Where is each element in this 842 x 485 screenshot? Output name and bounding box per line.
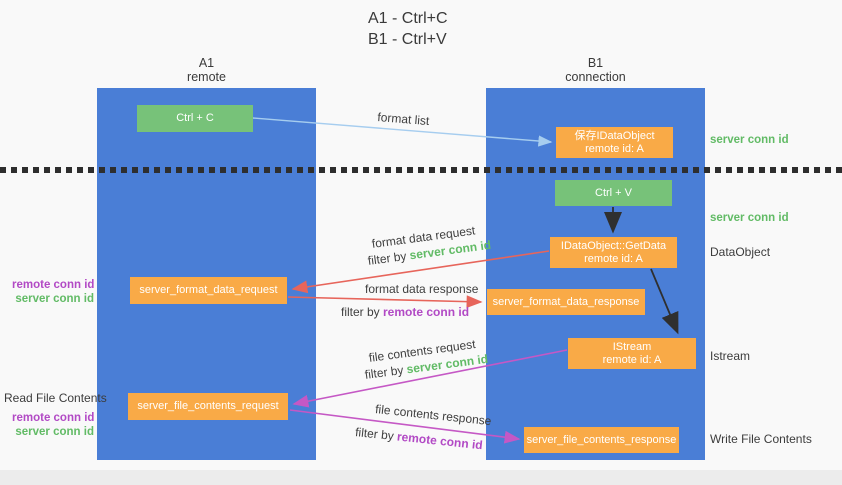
node-server-format-data-request: server_format_data_request [130,277,287,304]
node-ctrl-v: Ctrl + V [555,180,672,206]
node-istream: IStream remote id: A [568,338,696,369]
arrow-format-data-request [291,250,550,294]
filter-keyword-remote-conn-id: remote conn id [383,305,470,319]
label-write-file-contents: Write File Contents [710,432,812,446]
node-ctrl-c-label: Ctrl + C [176,112,214,124]
label-format-data-response: format data response [365,282,479,296]
title-line-2: B1 - Ctrl+V [368,31,447,48]
lane-header-b1: B1 connection [486,56,705,84]
label-server-conn-id-top: server conn id [710,134,789,146]
arrow-file-contents-response [289,409,521,444]
lane-header-a1: A1 remote [97,56,316,84]
node-server-file-contents-response-label: server_file_contents_response [526,433,677,446]
node-idataobject-getdata-line1: IDataObject::GetData [560,239,667,252]
lane-b1-name: B1 [587,56,604,70]
label-filter-by-remote-conn-id-1: filter by remote conn id [341,305,469,319]
label-remote-conn-id-1: remote conn id [12,279,95,291]
node-server-format-data-response: server_format_data_response [487,289,645,315]
node-istream-line2: remote id: A [602,353,662,366]
lane-b1-sub: connection [565,70,626,84]
dotted-separator-line [0,167,842,173]
arrow-format-data-response [287,295,483,309]
label-server-conn-id-1: server conn id [15,293,94,305]
label-remote-conn-id-2: remote conn id [12,412,95,424]
label-server-conn-id-mid: server conn id [710,212,789,224]
arrow-format-list [252,117,553,147]
node-save-idataobject: 保存IDataObject remote id: A [556,127,673,158]
label-istream: Istream [710,349,751,363]
diagram-title: A1 - Ctrl+C B1 - Ctrl+V [368,8,448,50]
node-save-idataobject-line1: 保存IDataObject [574,129,655,142]
node-save-idataobject-line2: remote id: A [585,142,644,155]
node-server-format-data-request-label: server_format_data_request [139,284,278,296]
filter-prefix: filter by [341,305,384,319]
label-dataobject: DataObject [710,245,771,259]
arrow-getdata-to-istream [650,268,679,335]
arrow-file-contents-request [292,349,568,408]
label-read-file-contents: Read File Contents [4,391,107,405]
lane-a1-sub: remote [187,70,226,84]
title-line-1: A1 - Ctrl+C [368,10,448,27]
node-ctrl-c: Ctrl + C [137,105,253,132]
node-server-file-contents-response: server_file_contents_response [524,427,679,453]
bottom-edge-bar [0,470,842,485]
node-server-file-contents-request-label: server_file_contents_request [137,400,279,412]
lane-a1-name: A1 [198,56,215,70]
node-server-format-data-response-label: server_format_data_response [492,295,640,308]
node-ctrl-v-label: Ctrl + V [595,186,632,199]
node-idataobject-getdata-line2: remote id: A [584,252,643,265]
node-istream-line1: IStream [612,340,652,353]
node-idataobject-getdata: IDataObject::GetData remote id: A [550,237,677,268]
node-server-file-contents-request: server_file_contents_request [128,393,288,420]
label-server-conn-id-2: server conn id [15,426,94,438]
